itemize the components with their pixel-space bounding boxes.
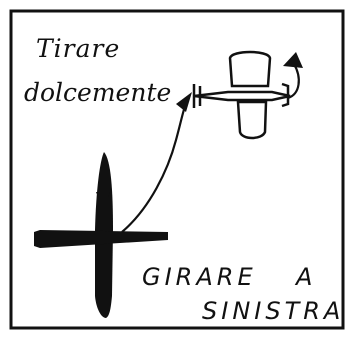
curved-arrow-icon <box>176 92 192 112</box>
instruction-line-1: Tirare <box>36 34 121 63</box>
turn-direction: SINISTRA <box>202 297 345 325</box>
turn-letter: A <box>296 263 317 291</box>
turn-word: GIRARE <box>142 263 257 291</box>
rotation-arrow-icon <box>283 52 303 100</box>
flight-path-line <box>121 97 189 233</box>
airplane-topview-icon <box>34 152 168 318</box>
instruction-line-2: dolcemente <box>24 78 172 107</box>
frame-border <box>9 9 345 330</box>
biplane-icon <box>192 50 291 140</box>
